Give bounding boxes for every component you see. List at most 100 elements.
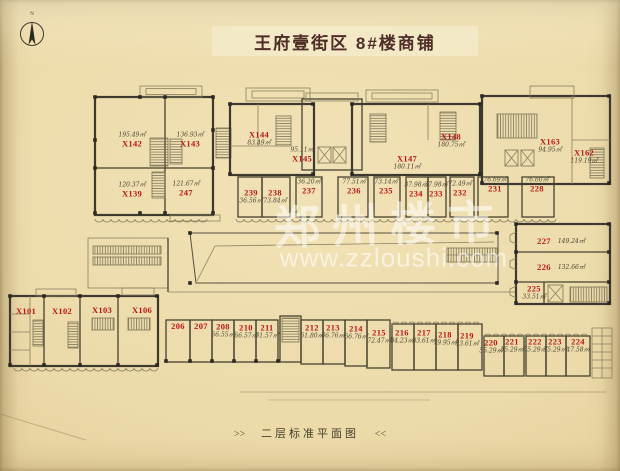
unit-id: 237 [302,185,316,196]
caption-text: 二层标准平面图 [261,428,359,440]
unit-id: 231 [488,183,502,194]
unit-area: 132.66㎡ [557,263,585,271]
unit-id: 236 [347,185,361,196]
unit-area: 72.47㎡ [367,337,391,345]
north-arrow: N [16,12,48,56]
caption: >> 二层标准平面图 << [0,425,620,441]
unit-id: 247 [179,187,193,198]
unit-area: 77.51㎡ [342,178,366,186]
unit-id: 213 [326,322,340,333]
unit-id: 211 [260,322,274,333]
unit-area: 83.49㎡ [247,139,271,147]
unit-id: 217 [417,327,431,338]
unit-id: X143 [179,138,201,149]
unit-id: X148 [440,131,462,142]
unit-id: 207 [194,320,208,331]
unit-area: 36.56㎡ [239,197,263,205]
unit-id: X145 [291,153,313,164]
unit-id: 234 [409,188,423,199]
unit-area: 66.76㎡ [321,332,345,340]
unit-id: 215 [372,327,386,338]
tower-x163-x162 [480,85,612,186]
unit-area: 195.49㎡ [118,131,146,139]
unit-id: 233 [429,188,443,199]
unit-id: 212 [305,322,319,333]
unit-id: 235 [379,185,393,196]
unit-area: 79.95㎡ [433,339,457,347]
block-bottom-left [8,287,160,372]
title-band: 王府壹街区 8#楼商铺 [212,26,478,56]
block-right [509,222,612,306]
unit-id: 210 [239,322,253,333]
unit-area: 66.57㎡ [234,332,258,340]
unit-area: 61.80㎡ [300,332,324,340]
unit-area: 37.98㎡ [424,181,448,189]
unit-id: X139 [121,188,143,199]
unit-id: X103 [91,304,113,315]
elevator-core-mid [301,92,363,171]
unit-id: X144 [248,129,270,140]
unit-id: 225 [527,283,541,294]
unit-id: X106 [131,304,153,315]
unit-area: 95.11㎡ [290,146,314,154]
unit-area: 55.29㎡ [500,346,524,354]
unit-id: 220 [484,337,498,348]
unit-X102: X102 [52,306,72,316]
unit-area: 119.19㎡ [570,157,598,165]
unit-id: 221 [505,336,519,347]
unit-X101: X101 [16,306,36,316]
unit-area: 66.55㎡ [211,331,235,339]
unit-id: X142 [121,138,143,149]
unit-id: 224 [571,336,585,347]
unit-area: 33.51㎡ [522,293,546,301]
unit-id: 228 [530,183,544,194]
unit-id: 216 [395,327,409,338]
unit-area: 76.69㎡ [483,176,507,184]
unit-X106: X106 [132,305,152,315]
unit-area: 136.93㎡ [176,131,204,139]
unit-area: 73.84㎡ [263,197,287,205]
page-title: 王府壹街区 8#楼商铺 [254,33,436,53]
unit-id: 214 [349,323,363,334]
unit-area: 73.14㎡ [374,178,398,186]
unit-area: 83.61㎡ [455,340,479,348]
unit-area: 55.29㎡ [479,347,503,355]
unit-id: 219 [460,330,474,341]
escalator-strip-left [87,237,169,292]
caption-arrows-left: >> [233,429,246,440]
unit-area: 84.23㎡ [390,337,414,345]
unit-X103: X103 [92,305,112,315]
unit-area: 37.98㎡ [404,181,428,189]
unit-id: X147 [396,153,418,164]
unit-id: 222 [528,336,542,347]
